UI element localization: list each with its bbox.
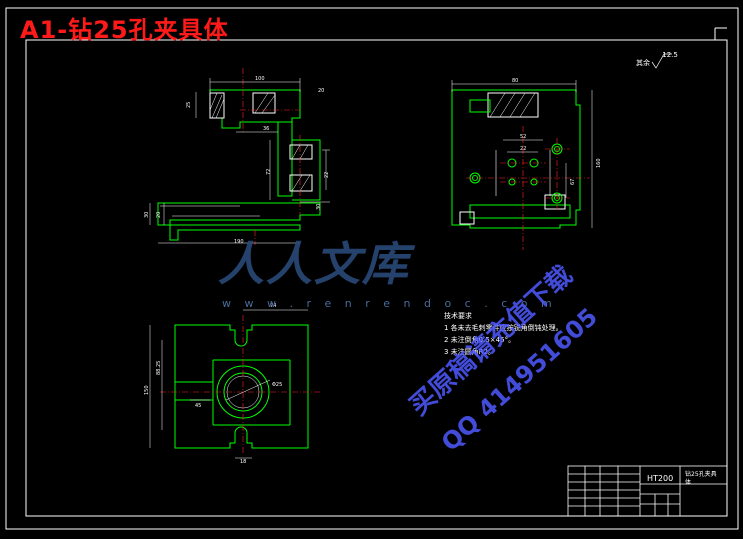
svg-text:45: 45 — [195, 403, 201, 409]
tech-item-3: 3 未注圆角R2。 — [444, 348, 495, 356]
roughness-note: 其余 12.5 — [636, 51, 678, 68]
svg-text:30: 30 — [316, 204, 322, 210]
svg-text:18: 18 — [240, 459, 246, 465]
svg-text:150: 150 — [144, 385, 150, 395]
svg-text:30: 30 — [144, 212, 150, 218]
watermark-logo: 人人文库 — [218, 237, 410, 291]
dim-side-height: 160 — [596, 158, 602, 168]
drawing-title: A1-钻25孔夹具体 — [20, 16, 229, 44]
dim-base-width: 190 — [234, 239, 244, 245]
front-view — [157, 89, 321, 241]
side-view-dimensions — [451, 80, 593, 228]
sheet-border — [5, 7, 739, 530]
plan-view-dimensions — [149, 309, 308, 459]
svg-text:36: 36 — [263, 126, 269, 132]
front-view-centerlines — [240, 68, 301, 245]
title-block-material: HT200 — [647, 474, 674, 483]
svg-text:22: 22 — [520, 146, 526, 152]
svg-text:20: 20 — [318, 88, 324, 94]
dim-plan-width: 74 — [270, 303, 276, 309]
dim-top-width: 100 — [255, 76, 265, 82]
svg-text:72: 72 — [266, 169, 272, 175]
svg-text:25: 25 — [186, 102, 192, 108]
side-view — [451, 89, 581, 229]
svg-text:88.25: 88.25 — [156, 361, 162, 375]
technical-requirements: 技术要求 1 各未去毛刺零件应按锐角倒钝处理。 2 未注倒角0.5×45°。 3… — [444, 310, 563, 358]
title-block-part-name: 钻25孔夹具体 — [685, 471, 717, 486]
watermark-url: w w w . r e n r e n d o c . c o m — [222, 297, 557, 310]
tech-heading: 技术要求 — [444, 312, 472, 320]
front-view-dimensions — [149, 78, 330, 244]
plan-view-centerlines — [160, 315, 320, 455]
svg-text:20: 20 — [156, 212, 162, 218]
dim-side-width: 80 — [512, 78, 518, 84]
dim-diameter: Φ25 — [272, 382, 282, 388]
roughness-note-label: 其余 — [636, 59, 650, 67]
tech-item-1: 1 各未去毛刺零件应按锐角倒钝处理。 — [444, 324, 563, 332]
plan-view — [174, 324, 309, 449]
svg-text:52: 52 — [520, 134, 526, 140]
title-block — [567, 465, 728, 517]
roughness-symbol — [651, 53, 672, 69]
drawing-frame — [25, 39, 728, 517]
roughness-value: 12.5 — [662, 51, 678, 59]
svg-text:22: 22 — [324, 172, 330, 178]
tech-item-2: 2 未注倒角0.5×45°。 — [444, 336, 516, 344]
side-view-centerlines — [466, 126, 590, 250]
svg-text:67: 67 — [570, 179, 576, 185]
